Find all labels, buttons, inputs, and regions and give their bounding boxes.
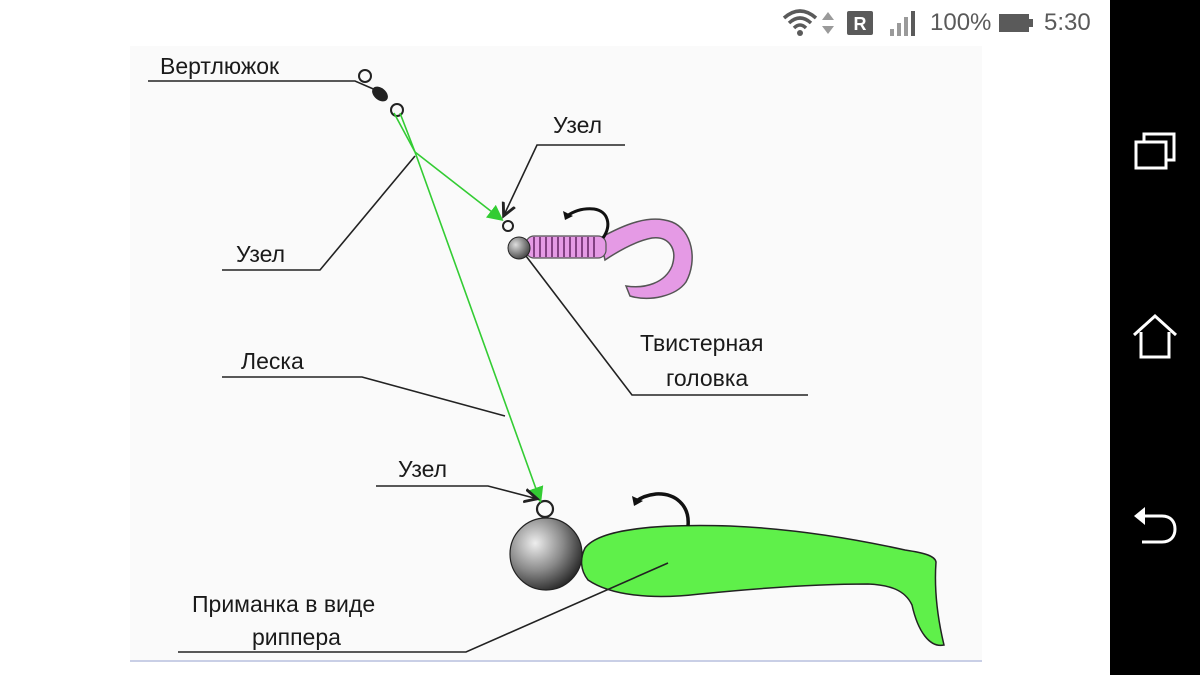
back-icon — [1134, 507, 1177, 544]
label-twister-head-1: Твистерная — [640, 330, 763, 356]
status-bar: R 100% 5:30 — [0, 0, 1110, 46]
jig-eye-ring — [535, 499, 555, 519]
navigation-bar — [1110, 0, 1200, 675]
signal-icon — [886, 8, 920, 38]
twister-hook — [566, 207, 610, 239]
leader-knot-bottom — [376, 485, 534, 498]
label-twister-head-2: головка — [666, 365, 748, 391]
leader-lure — [178, 562, 669, 653]
label-knot-left: Узел — [236, 241, 285, 267]
label-knot-top: Узел — [553, 112, 602, 138]
label-lure-2: риппера — [252, 624, 341, 650]
roaming-icon: R — [845, 8, 875, 38]
recent-apps-button[interactable] — [1130, 127, 1180, 177]
home-icon — [1132, 313, 1178, 359]
twister-tail — [599, 218, 693, 300]
wifi-icon — [782, 8, 818, 38]
rig-diagram: Вертлюжок Узел Узел Леска Узел Твистерна… — [148, 53, 945, 653]
battery-percent: 100% — [930, 8, 991, 38]
ripper-hook — [633, 492, 690, 527]
label-swivel: Вертлюжок — [160, 53, 280, 79]
image-caption-strip — [130, 660, 982, 677]
label-knot-bottom: Узел — [398, 456, 447, 482]
data-arrows-icon — [820, 8, 836, 38]
leader-twister-head — [525, 255, 808, 396]
recent-apps-icon — [1134, 132, 1176, 170]
twister-eye-ring — [502, 220, 514, 232]
roaming-badge-text: R — [854, 14, 867, 34]
time-text: 5:30 — [1044, 9, 1091, 36]
fishing-line — [393, 112, 544, 504]
back-button[interactable] — [1130, 500, 1180, 550]
home-button[interactable] — [1130, 312, 1180, 362]
label-line: Леска — [241, 348, 304, 374]
jig-head-ball — [509, 517, 583, 591]
leader-line — [222, 376, 506, 417]
leader-swivel — [148, 80, 379, 92]
swivel — [358, 69, 404, 117]
label-lure-1: Приманка в виде — [192, 591, 375, 617]
battery-icon — [998, 8, 1034, 38]
leader-knot-top — [505, 144, 625, 213]
battery-percent-text: 100% — [930, 9, 992, 36]
ripper-body — [580, 524, 945, 646]
twister-jig-head — [507, 236, 531, 260]
clock: 5:30 — [1044, 8, 1091, 38]
leader-knot-left — [222, 155, 416, 271]
